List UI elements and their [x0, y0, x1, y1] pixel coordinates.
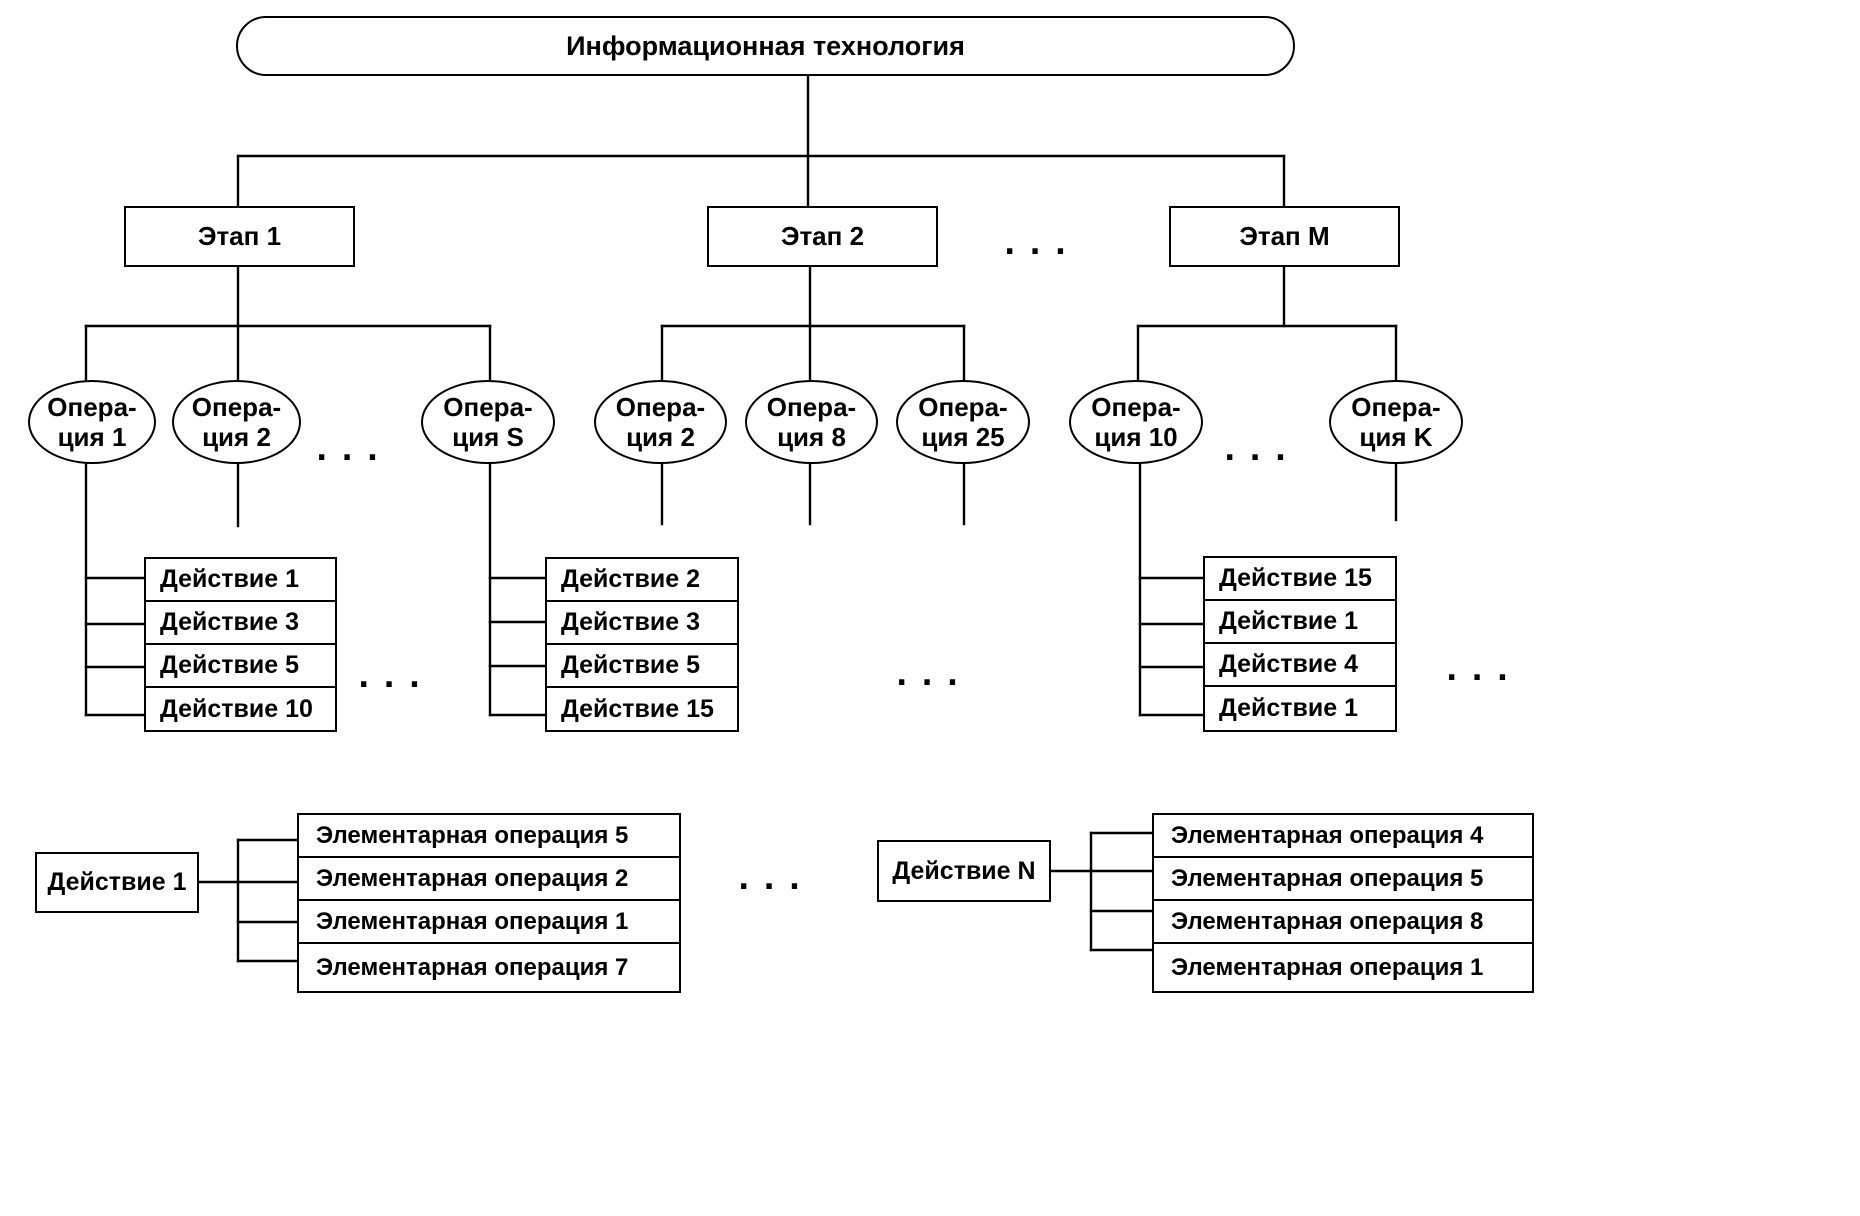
- stage-node: Этап 2: [707, 206, 938, 267]
- connector-lines: [84, 74, 1398, 963]
- action-item: Действие 10: [144, 686, 337, 732]
- operation-node: Опера- ция 25: [896, 380, 1030, 464]
- operation-node: Опера- ция 1: [28, 380, 156, 464]
- action-item: Действие 3: [144, 600, 337, 645]
- action-item: Действие 5: [144, 643, 337, 688]
- elementary-operation-item: Элементарная операция 5: [297, 813, 681, 858]
- action-item: Действие 3: [545, 600, 739, 645]
- elementary-operation-item: Элементарная операция 4: [1152, 813, 1534, 858]
- action-item: Действие 5: [545, 643, 739, 688]
- elementary-operation-item: Элементарная операция 1: [1152, 942, 1534, 993]
- operation-label-line2: ция 25: [921, 422, 1005, 452]
- operation-node: Опера- ция 8: [745, 380, 878, 464]
- ellipsis-details: ...: [738, 862, 815, 897]
- detail-action-node: Действие N: [877, 840, 1051, 902]
- operation-node: Опера- ция K: [1329, 380, 1463, 464]
- operation-label-line1: Опера-: [1091, 392, 1181, 422]
- operation-label-line2: ция 1: [57, 422, 127, 452]
- operation-label-line1: Опера-: [47, 392, 137, 422]
- detail-action-node: Действие 1: [35, 852, 199, 913]
- operation-node: Опера- ция S: [421, 380, 555, 464]
- ellipsis-operations-stageM: ...: [1224, 433, 1301, 468]
- action-item: Действие 15: [545, 686, 739, 732]
- operation-label-line1: Опера-: [766, 392, 857, 422]
- operation-node: Опера- ция 2: [594, 380, 727, 464]
- root-node: Информационная технология: [236, 16, 1295, 76]
- elementary-operation-item: Элементарная операция 5: [1152, 856, 1534, 901]
- operation-label-line1: Опера-: [443, 392, 533, 422]
- operation-label-line1: Опера-: [918, 392, 1008, 422]
- operation-node: Опера- ция 10: [1069, 380, 1203, 464]
- action-item: Действие 1: [1203, 685, 1397, 732]
- elementary-operation-item: Элементарная операция 7: [297, 942, 681, 993]
- elementary-operation-item: Элементарная операция 2: [297, 856, 681, 901]
- operation-label-line1: Опера-: [191, 392, 282, 422]
- elementary-operation-item: Элементарная операция 8: [1152, 899, 1534, 944]
- operation-label-line2: ция K: [1359, 422, 1433, 452]
- operation-label-line2: ция 10: [1094, 422, 1178, 452]
- ellipsis-stages: ...: [1004, 227, 1081, 262]
- ellipsis-operations-stage1: ...: [316, 433, 393, 468]
- ellipsis-actions-1: ...: [358, 660, 435, 695]
- operation-node: Опера- ция 2: [172, 380, 301, 464]
- action-item: Действие 1: [1203, 599, 1397, 644]
- elementary-operation-item: Элементарная операция 1: [297, 899, 681, 944]
- action-item: Действие 2: [545, 557, 739, 602]
- operation-label-line2: ция 8: [777, 422, 846, 452]
- operation-label-line2: ция 2: [626, 422, 695, 452]
- action-item: Действие 1: [144, 557, 337, 602]
- technology-hierarchy-diagram: Информационная технология Этап 1 Этап 2 …: [28, 16, 1534, 993]
- operation-label-line2: ция S: [452, 422, 524, 452]
- operation-label-line1: Опера-: [1351, 392, 1441, 422]
- operation-label-line2: ция 2: [202, 422, 271, 452]
- stage-node: Этап 1: [124, 206, 355, 267]
- action-item: Действие 4: [1203, 642, 1397, 687]
- operation-label-line1: Опера-: [615, 392, 706, 422]
- stage-node: Этап M: [1169, 206, 1400, 267]
- action-item: Действие 15: [1203, 556, 1397, 601]
- ellipsis-actions-2: ...: [896, 658, 973, 693]
- ellipsis-actions-3: ...: [1446, 653, 1523, 688]
